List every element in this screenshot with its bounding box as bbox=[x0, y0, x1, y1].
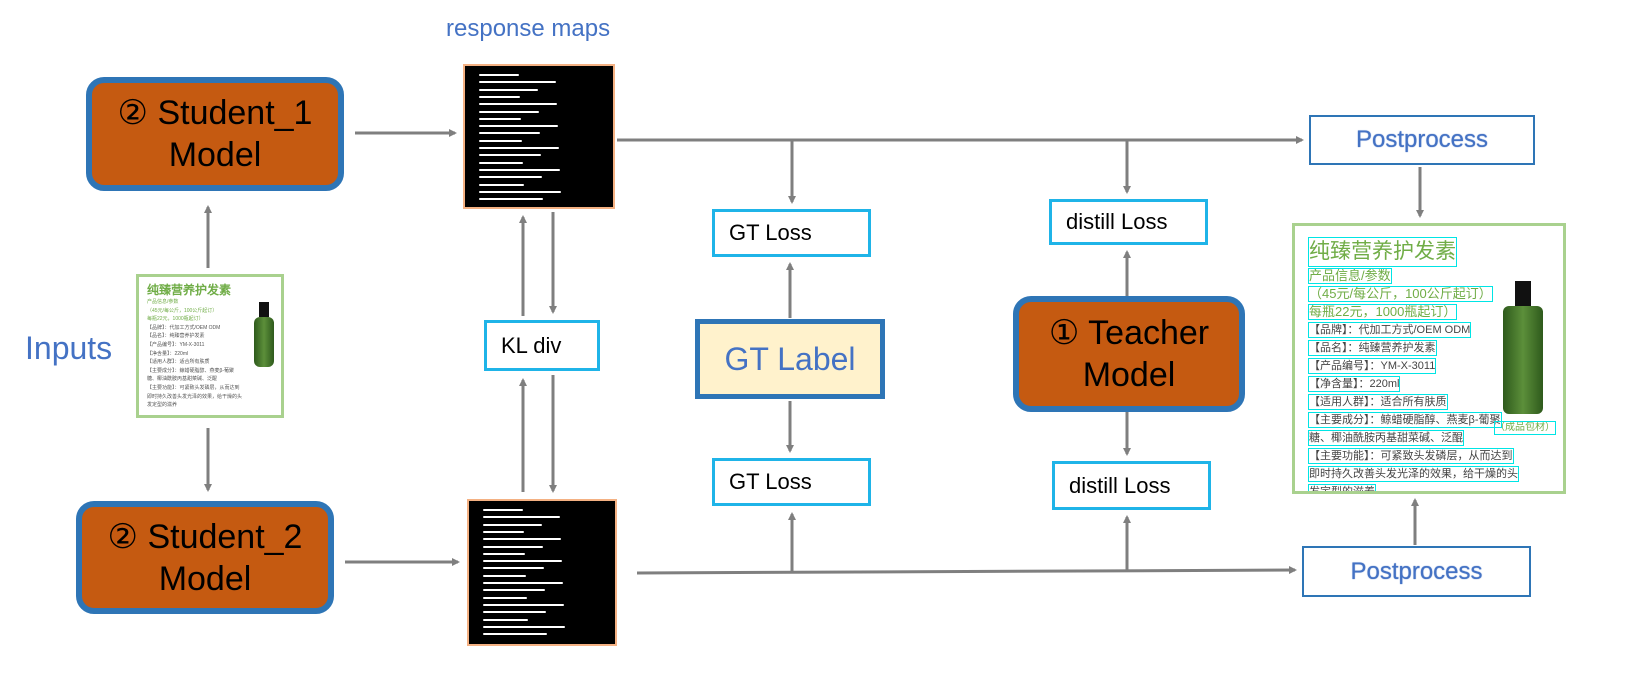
output-ocr-line: 【主要成分】：鲸蜡硬脂醇、燕麦β-葡聚 bbox=[1308, 412, 1502, 428]
input-text-line: 【适用人群】：适合所有肤质 bbox=[147, 359, 210, 366]
text-response-stroke bbox=[483, 509, 523, 511]
text-response-stroke bbox=[483, 596, 527, 599]
distill-loss-top-box: distill Loss bbox=[1049, 199, 1208, 245]
input-text-line: 【品牌】：代加工方式/OEM ODM bbox=[147, 324, 221, 331]
text-response-stroke bbox=[483, 567, 544, 570]
postprocess-top-box: Postprocess bbox=[1309, 115, 1535, 165]
input-text-line: （45元/每公斤，100公斤起订） bbox=[147, 307, 218, 314]
input-product-image: 纯臻营养护发素 产品信息/参数 （45元/每公斤，100公斤起订） 每瓶22元，10… bbox=[136, 274, 284, 418]
input-text-line: 【品名】：纯臻营养护发素 bbox=[147, 333, 205, 340]
inputs-label: Inputs bbox=[25, 330, 113, 366]
output-ocr-image: 纯臻营养护发素 产品信息/参数 （45元/每公斤，100公斤起订） 每瓶22元，10… bbox=[1292, 223, 1566, 494]
text-response-stroke bbox=[483, 633, 547, 636]
output-ocr-line: 【净含量】：220ml bbox=[1307, 376, 1401, 392]
input-text-line: 产品信息/参数 bbox=[147, 299, 179, 305]
output-ocr-line: 【产品编号】：YM-X-3011 bbox=[1307, 358, 1437, 374]
text-response-stroke bbox=[479, 161, 523, 164]
output-bottle-tag: （成品包材） bbox=[1494, 421, 1556, 435]
text-response-stroke bbox=[483, 545, 543, 548]
text-response-stroke bbox=[479, 125, 558, 128]
input-text-line: 发定型的滋养 bbox=[147, 402, 178, 409]
gt-label-box: GT Label bbox=[695, 319, 885, 399]
input-text-line: 【主要成分】：鲸蜡硬脂醇、燕麦β-葡聚 bbox=[147, 367, 235, 374]
text-response-stroke bbox=[479, 88, 538, 91]
input-title: 纯臻营养护发素 bbox=[147, 283, 232, 297]
output-ocr-line: 糖、椰油酰胺丙基甜菜碱、泛醌 bbox=[1308, 430, 1464, 446]
text-response-stroke bbox=[479, 198, 543, 201]
text-response-stroke bbox=[479, 132, 540, 135]
text-response-stroke bbox=[483, 523, 542, 526]
text-response-stroke bbox=[483, 582, 563, 584]
text-response-stroke bbox=[479, 95, 520, 98]
student-2-line1: ② Student_2 bbox=[107, 517, 303, 556]
line-map2-to-postprocess bbox=[636, 566, 1297, 575]
input-text-line: 【产品编号】：YM-X-3011 bbox=[147, 341, 205, 348]
response-maps-label: response maps bbox=[446, 15, 611, 42]
text-response-stroke bbox=[483, 589, 545, 592]
text-response-stroke bbox=[483, 603, 564, 606]
input-text-line: 糖、椰油酰胺丙基甜菜碱、泛醌 bbox=[147, 376, 218, 383]
kl-div-box: KL div bbox=[484, 320, 600, 371]
text-response-stroke bbox=[479, 81, 556, 84]
distill-loss-bottom-box: distill Loss bbox=[1052, 461, 1211, 510]
text-response-stroke bbox=[479, 147, 559, 149]
text-response-stroke bbox=[479, 168, 560, 171]
input-bottle bbox=[254, 317, 274, 367]
text-response-stroke bbox=[479, 74, 519, 76]
text-response-stroke bbox=[479, 176, 542, 179]
gt-loss-top-box: GT Loss bbox=[712, 209, 871, 257]
input-text-line: 每瓶22元，1000瓶起订） bbox=[147, 316, 204, 323]
output-title: 纯臻营养护发素 bbox=[1308, 237, 1457, 267]
text-response-stroke bbox=[479, 117, 521, 120]
response-map-student-1 bbox=[463, 64, 615, 209]
teacher-line1: ① Teacher bbox=[1048, 314, 1210, 352]
input-text-line: 【净含量】：220ml bbox=[147, 350, 189, 357]
student-1-line1: ② Student_1 bbox=[117, 94, 313, 132]
text-response-stroke bbox=[479, 139, 522, 142]
input-text-line: 即时持久改善头发光泽的效果，给干燥的头 bbox=[147, 393, 243, 400]
text-response-stroke bbox=[479, 110, 539, 113]
text-response-stroke bbox=[479, 190, 561, 193]
student-2-line2: Model bbox=[158, 559, 252, 598]
gt-loss-bottom-box: GT Loss bbox=[712, 458, 871, 506]
text-response-stroke bbox=[483, 611, 546, 614]
input-text-line: 【主要功能】：可紧致头发磷层，从而达到 bbox=[147, 384, 240, 391]
output-ocr-line: （45元/每公斤，100公斤起订） bbox=[1308, 286, 1493, 302]
text-response-stroke bbox=[479, 154, 541, 157]
text-response-stroke bbox=[483, 560, 562, 563]
output-ocr-line: 产品信息/参数 bbox=[1308, 268, 1392, 284]
postprocess-bottom-box: Postprocess bbox=[1302, 546, 1531, 597]
input-bottle-cap bbox=[259, 302, 269, 317]
output-bottle-cap bbox=[1515, 281, 1531, 306]
text-response-stroke bbox=[479, 103, 557, 106]
output-ocr-line: 【品牌】：代加工方式/OEM ODM bbox=[1307, 322, 1472, 338]
output-ocr-line: 发定型的滋养 bbox=[1308, 484, 1376, 491]
text-response-stroke bbox=[483, 618, 528, 621]
text-response-stroke bbox=[479, 183, 524, 186]
output-ocr-line: 【适用人群】：适合所有肤质 bbox=[1308, 394, 1448, 410]
output-bottle bbox=[1503, 306, 1543, 414]
response-map-student-2 bbox=[467, 499, 617, 646]
text-response-stroke bbox=[483, 516, 560, 519]
text-response-stroke bbox=[483, 574, 526, 577]
text-response-stroke bbox=[483, 538, 561, 541]
text-response-stroke bbox=[483, 625, 565, 628]
text-response-stroke bbox=[483, 530, 524, 533]
output-ocr-line: 【品名】：纯臻营养护发素 bbox=[1308, 340, 1437, 356]
output-ocr-line: 即时持久改善头发光泽的效果，给干燥的头 bbox=[1308, 466, 1519, 482]
output-ocr-line: 每瓶22元，1000瓶起订） bbox=[1307, 304, 1458, 320]
output-ocr-line: 【主要功能】：可紧致头发磷层，从而达到 bbox=[1308, 448, 1514, 464]
text-response-stroke bbox=[483, 552, 525, 555]
student-1-line2: Model bbox=[168, 136, 262, 174]
teacher-line2: Model bbox=[1082, 356, 1176, 394]
